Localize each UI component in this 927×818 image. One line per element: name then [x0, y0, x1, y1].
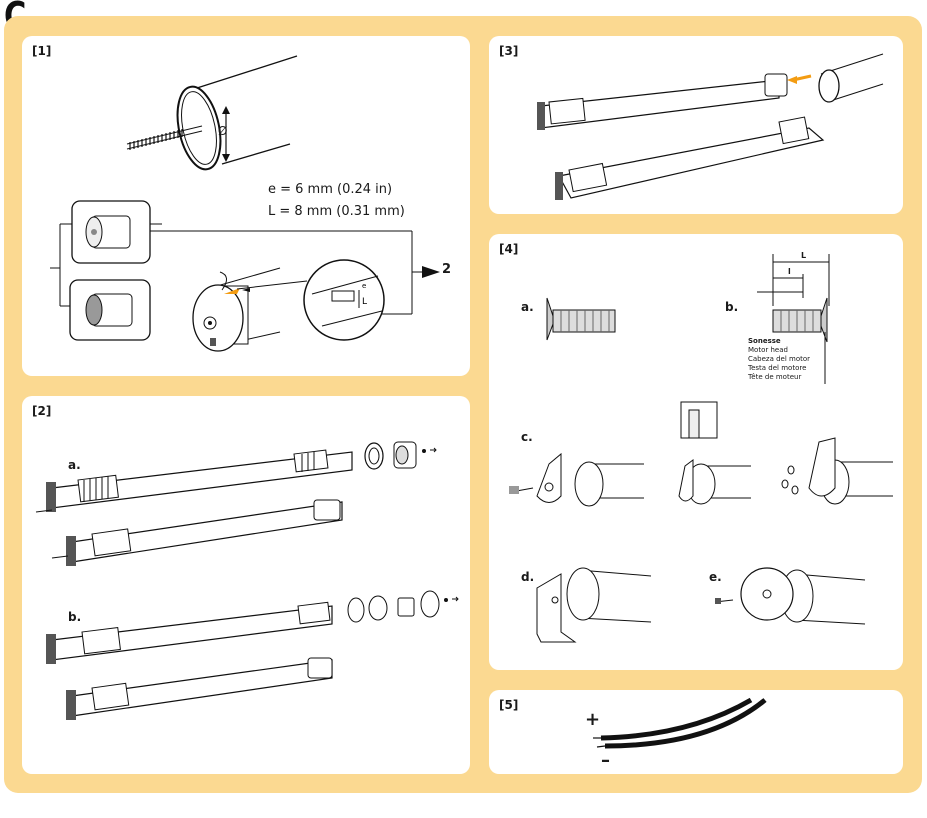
panel-3: [3] — [489, 36, 903, 214]
motor-assembly-diagram — [35, 441, 459, 720]
wire-diagram — [593, 697, 767, 749]
step-b-label: b. — [68, 610, 82, 624]
motor-head-line-4: Tête de moteur — [748, 373, 802, 381]
panel-2: [2] a. b. — [22, 396, 470, 774]
panel-label: [2] — [32, 404, 52, 418]
tube-diagram: L e — [50, 55, 440, 352]
panel-1: [1] — [22, 36, 470, 376]
spec-e: e = 6 mm (0.24 in) — [268, 182, 393, 197]
detail-l-label: L — [362, 297, 367, 307]
motor-head-line-2: Cabeza del motor — [748, 355, 811, 363]
detail-e-label: e — [362, 282, 366, 290]
panel-4: [4] a. b. c. d. e. L l Sonesse Motor hea… — [489, 234, 903, 670]
motor-head-title: Sonesse — [748, 337, 781, 345]
dim-l-label: l — [788, 267, 791, 276]
panel-label: [1] — [32, 44, 52, 58]
plus-sign: + — [585, 709, 601, 730]
step-c-label: c. — [521, 430, 533, 444]
spec-l: L = 8 mm (0.31 mm) — [268, 204, 405, 219]
motor-head-line-1: Motor head — [748, 346, 788, 354]
diameter-symbol: Ø — [218, 124, 228, 138]
panel-label: [3] — [499, 44, 519, 58]
motor-head-line-3: Testa del motore — [748, 364, 807, 372]
step-b-label: b. — [725, 300, 739, 314]
arrow-target-label: 2 — [442, 262, 452, 277]
dim-L-label: L — [801, 251, 807, 260]
panel-5: [5] + – — [489, 690, 903, 774]
minus-sign: – — [601, 750, 610, 771]
step-e-label: e. — [709, 570, 722, 584]
step-a-label: a. — [521, 300, 534, 314]
step-a-label: a. — [68, 458, 81, 472]
bracket-mounting-diagram — [509, 254, 893, 643]
tube-insertion-diagram — [537, 53, 884, 200]
step-d-label: d. — [521, 570, 535, 584]
panel-label: [5] — [499, 698, 519, 712]
panel-label: [4] — [499, 242, 519, 256]
